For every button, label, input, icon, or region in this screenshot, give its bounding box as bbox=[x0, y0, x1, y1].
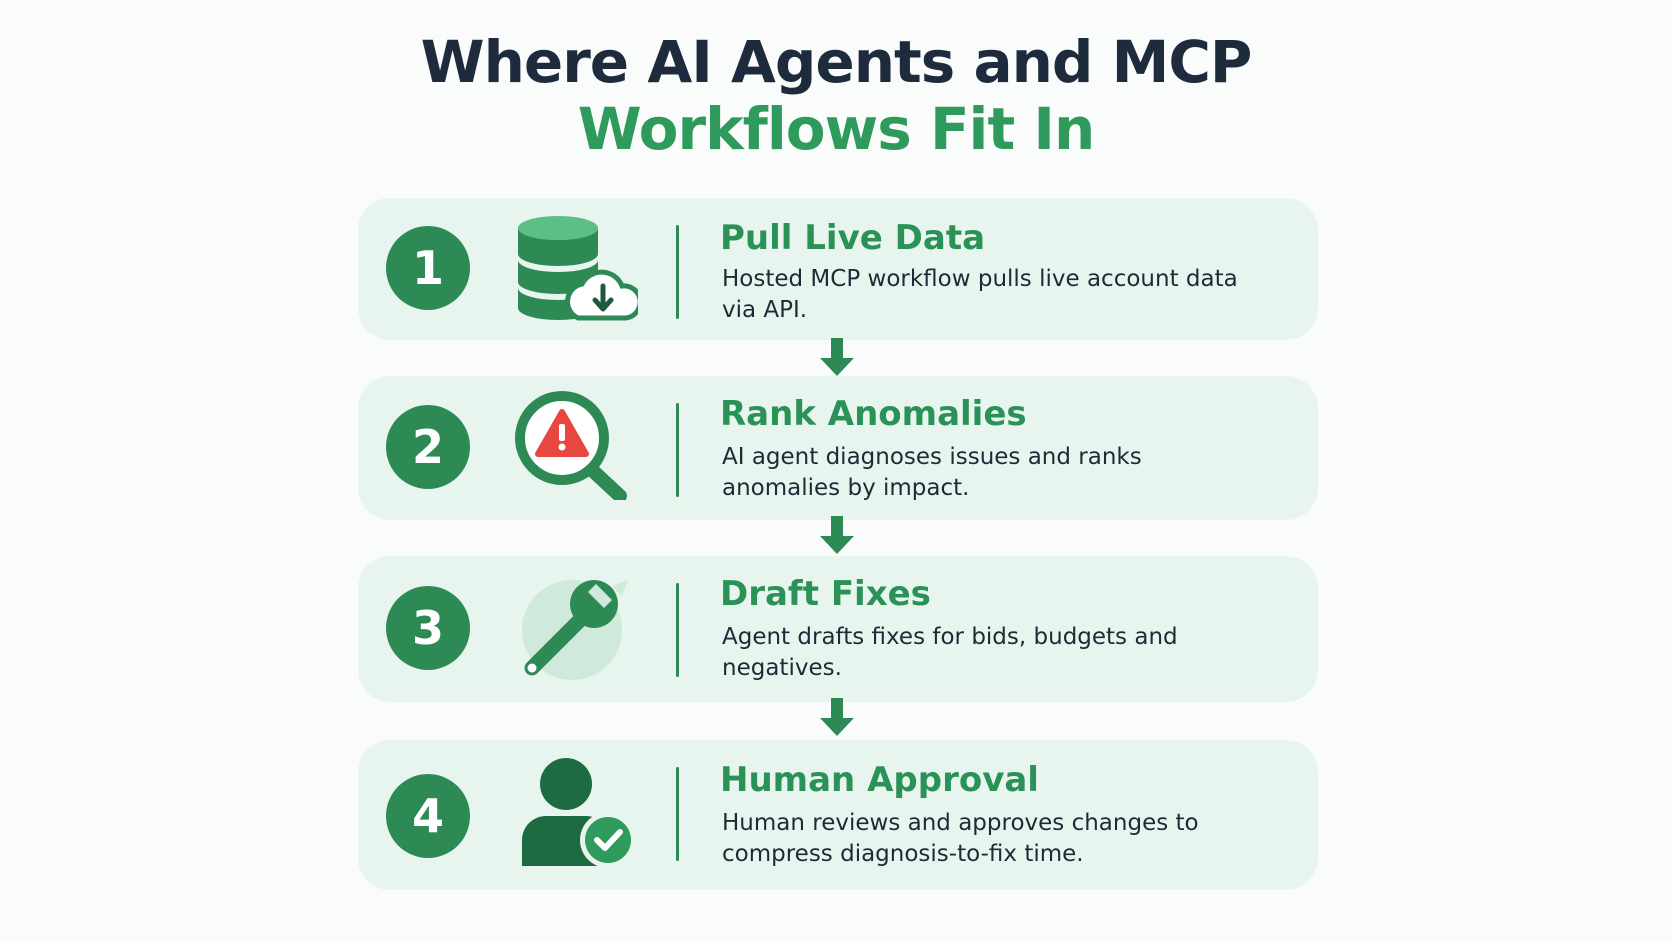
user-check-icon bbox=[522, 758, 636, 868]
step-title: Draft Fixes bbox=[720, 574, 931, 614]
arrow-down-icon bbox=[820, 698, 854, 736]
divider bbox=[676, 767, 679, 861]
database-download-icon bbox=[518, 216, 638, 321]
step-number-badge: 3 bbox=[386, 586, 470, 670]
step-title: Pull Live Data bbox=[720, 218, 986, 258]
step-number-badge: 4 bbox=[386, 774, 470, 858]
divider bbox=[676, 403, 679, 497]
arrow-down-icon bbox=[820, 338, 854, 376]
step-description: AI agent diagnoses issues and ranks anom… bbox=[722, 444, 1142, 501]
step-title: Human Approval bbox=[720, 760, 1039, 800]
title-line-1: Where AI Agents and MCP bbox=[420, 28, 1253, 96]
title-line-2: Workflows Fit In bbox=[577, 95, 1095, 163]
step-description: Agent drafts fixes for bids, budgets and… bbox=[722, 624, 1178, 681]
step-card-draft-fixes: 3 Draft Fixes Agent drafts fixes for bid… bbox=[358, 556, 1318, 702]
step-description: Human reviews and approves changes to co… bbox=[722, 810, 1199, 867]
step-description: Hosted MCP workflow pulls live account d… bbox=[722, 266, 1238, 323]
step-card-rank-anomalies: 2 Rank Anomalies AI agent diagnoses issu… bbox=[358, 376, 1318, 520]
divider bbox=[676, 225, 679, 319]
step-title: Rank Anomalies bbox=[720, 394, 1027, 434]
arrow-down-icon bbox=[820, 516, 854, 554]
magnifier-alert-icon bbox=[515, 391, 627, 500]
step-number-badge: 2 bbox=[386, 405, 470, 489]
wrench-icon bbox=[522, 580, 628, 680]
step-number-badge: 1 bbox=[386, 226, 470, 310]
step-card-pull-live-data: 1 Pull Live Data Hosted MCP workflow pul… bbox=[358, 198, 1318, 340]
step-card-human-approval: 4 Human Approval Human reviews and appro… bbox=[358, 740, 1318, 890]
divider bbox=[676, 583, 679, 677]
